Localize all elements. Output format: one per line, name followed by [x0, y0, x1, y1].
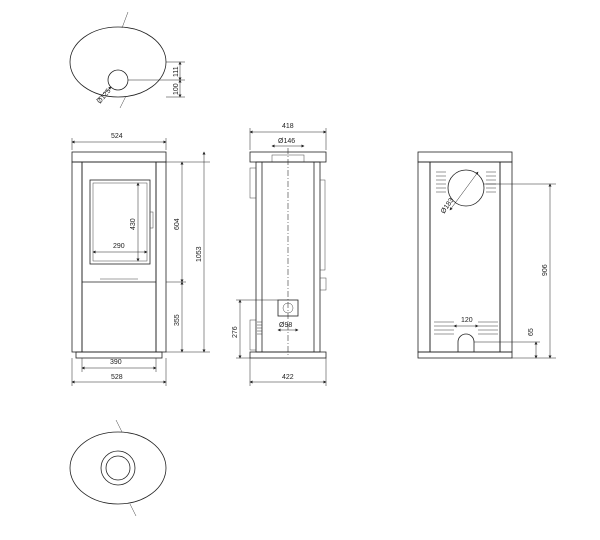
top-offset-100-label: 100 [173, 83, 180, 95]
bottom-view-seam-bottom [129, 503, 137, 517]
front-height-604-label: 604 [174, 218, 181, 230]
top-view-seam-top [121, 11, 129, 29]
top-view-seam-bottom [119, 95, 127, 109]
back-width-120-label: 120 [461, 317, 473, 324]
front-view: 524 290 430 604 355 1053 390 528 [71, 133, 210, 386]
back-height-906-label: 906 [542, 264, 549, 276]
front-base [75, 351, 163, 359]
bottom-view-seam-top [115, 419, 123, 433]
front-window-height-label: 430 [130, 218, 137, 230]
side-width-bottom-label: 422 [282, 374, 294, 381]
front-top-plate [71, 151, 167, 163]
front-height-1053-label: 1053 [196, 246, 203, 262]
bottom-outlet-outer [100, 450, 136, 486]
side-flue-diameter-label: Ø146 [278, 138, 295, 145]
back-height-65-label: 65 [528, 328, 535, 336]
bottom-outlet-inner [105, 455, 131, 481]
back-top-plate [417, 151, 513, 163]
side-width-top-label: 418 [282, 123, 294, 130]
front-height-355-label: 355 [174, 314, 181, 326]
side-height-276-label: 276 [232, 326, 239, 338]
front-base-width-label: 390 [110, 359, 122, 366]
front-window [89, 179, 151, 265]
front-window-width-label: 290 [113, 243, 125, 250]
bottom-view [69, 419, 167, 517]
back-air-opening [457, 333, 475, 352]
back-view: Ø183 120 906 65 [417, 151, 556, 359]
side-air-diameter-label: Ø98 [279, 322, 292, 329]
side-view: 418 Ø146 Ø98 276 422 [232, 123, 327, 386]
front-width-bottom-label: 528 [111, 374, 123, 381]
front-width-top-label: 524 [111, 133, 123, 140]
top-view: 111 100 Ø125 [69, 11, 185, 109]
top-offset-111-label: 111 [173, 66, 180, 77]
